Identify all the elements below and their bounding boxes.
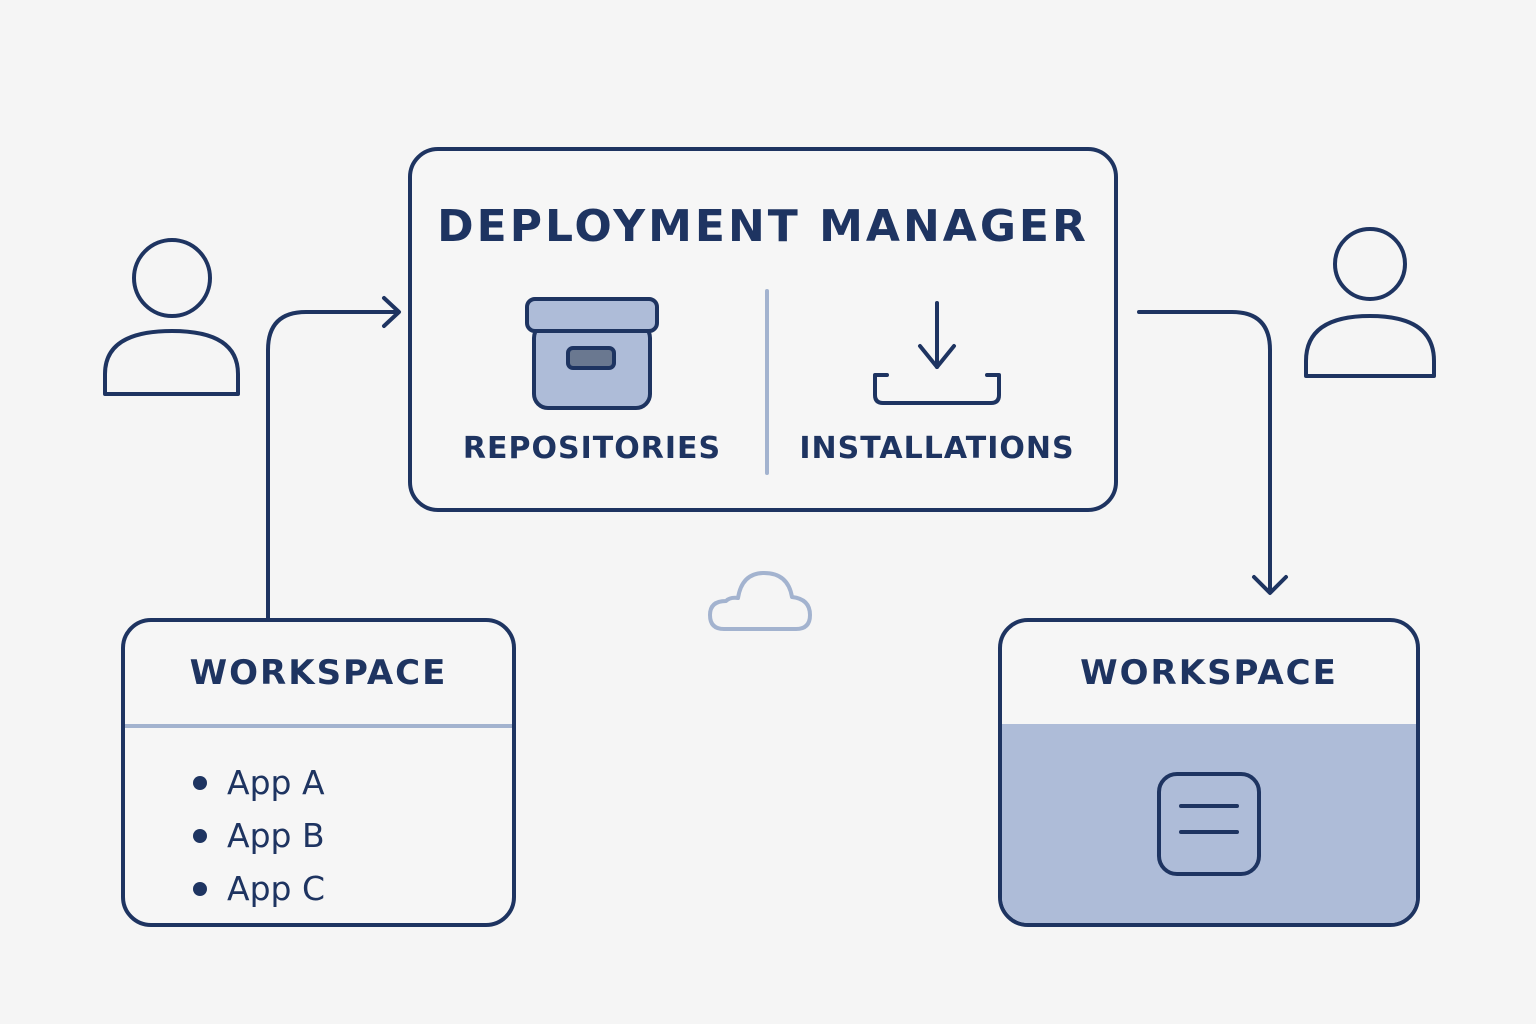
workspace-left-title: WORKSPACE bbox=[189, 653, 448, 693]
document-lines-icon bbox=[1157, 771, 1261, 876]
download-tray-icon bbox=[873, 301, 1001, 405]
deployment-manager-box[interactable]: DEPLOYMENT MANAGER REPOSITORIES INSTALLA… bbox=[408, 147, 1118, 512]
app-name: App B bbox=[227, 816, 325, 855]
list-item[interactable]: App B bbox=[193, 809, 512, 862]
repositories-section[interactable]: REPOSITORIES bbox=[432, 291, 752, 466]
app-name: App A bbox=[227, 763, 325, 802]
cloud-icon bbox=[708, 571, 812, 631]
deployment-manager-title: DEPLOYMENT MANAGER bbox=[437, 201, 1089, 252]
list-item[interactable]: App C bbox=[193, 862, 512, 915]
workspace-right-body bbox=[1002, 724, 1416, 923]
workspace-left-divider bbox=[125, 724, 512, 728]
arrowhead-right-icon bbox=[382, 296, 401, 328]
edge-manager-to-workspace bbox=[1137, 310, 1272, 594]
installations-section[interactable]: INSTALLATIONS bbox=[777, 291, 1097, 466]
user-icon bbox=[103, 238, 240, 396]
user-icon bbox=[1304, 227, 1436, 378]
workspace-right-title: WORKSPACE bbox=[1080, 653, 1338, 693]
arrowhead-down-icon bbox=[1252, 575, 1288, 595]
bullet-icon bbox=[193, 881, 207, 896]
edge-workspace-to-manager bbox=[266, 310, 400, 620]
workspace-left-box[interactable]: WORKSPACE App A App B App C bbox=[121, 618, 516, 927]
repositories-label: REPOSITORIES bbox=[462, 431, 722, 466]
bullet-icon bbox=[193, 775, 207, 790]
list-item[interactable]: App A bbox=[193, 756, 512, 809]
app-list: App A App B App C bbox=[125, 728, 512, 915]
app-name: App C bbox=[227, 869, 326, 908]
workspace-right-box[interactable]: WORKSPACE bbox=[998, 618, 1420, 927]
installations-label: INSTALLATIONS bbox=[799, 431, 1075, 466]
archive-box-icon bbox=[525, 297, 659, 410]
section-divider bbox=[765, 289, 769, 475]
bullet-icon bbox=[193, 828, 207, 843]
